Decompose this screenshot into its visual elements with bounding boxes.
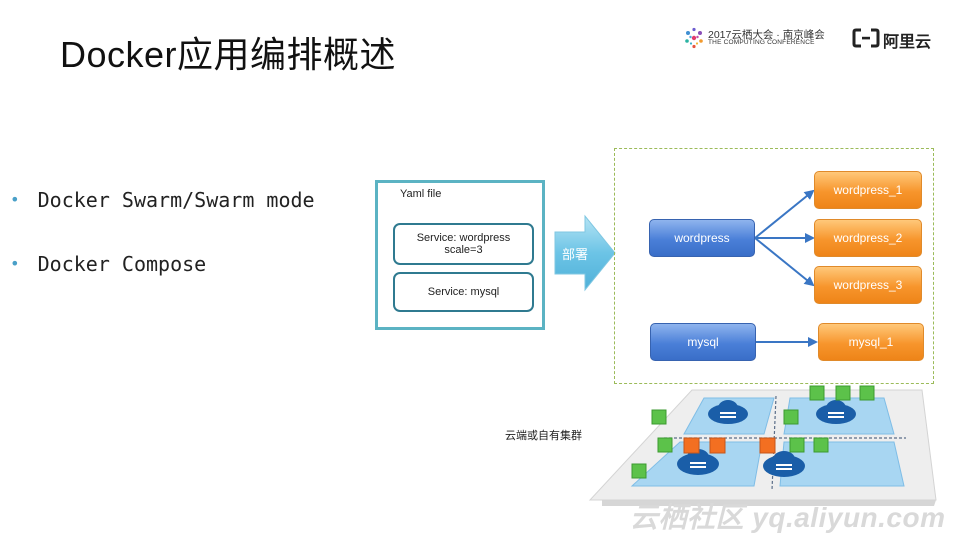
- bullet-item: • Docker Compose: [10, 252, 206, 276]
- arrow-to-wordpress-3: [754, 237, 815, 287]
- wordpress-service-node: wordpress: [649, 219, 755, 257]
- deploy-label: 部署: [562, 247, 589, 262]
- cloud-icon: [763, 451, 805, 477]
- service-mysql-box: Service: mysql: [393, 272, 534, 312]
- yaml-file-box: Yaml file Service: wordpress scale=3 Ser…: [375, 180, 545, 330]
- bullet-text: Docker Swarm/Swarm mode: [37, 188, 315, 212]
- service-wordpress-name: Service: wordpress: [416, 232, 511, 244]
- wordpress-replica-3: wordpress_3: [814, 266, 922, 304]
- cluster-label: 云端或自有集群: [505, 430, 582, 442]
- connector-arrows: [754, 189, 818, 347]
- service-mysql-name: Service: mysql: [427, 286, 500, 298]
- bullet-dot-icon: •: [10, 190, 20, 209]
- bullet-text: Docker Compose: [37, 252, 207, 276]
- conference-name: 2017云栖大会 · 南京峰会: [708, 29, 825, 41]
- cluster-platform-illustration: [588, 385, 937, 506]
- mysql-replica-1: mysql_1: [818, 323, 924, 361]
- aliyun-bracket-icon: [852, 28, 880, 48]
- slide-title: Docker应用编排概述: [60, 34, 397, 75]
- wordpress-replica-1: wordpress_1: [814, 171, 922, 209]
- wordpress-replica-2: wordpress_2: [814, 219, 922, 257]
- aliyun-logo-text: 阿里云: [883, 34, 932, 51]
- cluster-region: wordpress mysql wordpress_1 wordpress_2 …: [614, 148, 934, 384]
- mysql-service-node: mysql: [650, 323, 756, 361]
- bullet-dot-icon: •: [10, 254, 20, 273]
- deploy-arrow-icon: [554, 214, 616, 292]
- arrow-to-wordpress-1: [754, 189, 815, 239]
- container-cubes: [631, 385, 875, 479]
- yaml-file-title: Yaml file: [400, 188, 442, 200]
- bullet-item: • Docker Swarm/Swarm mode: [10, 188, 315, 212]
- conference-subtitle: THE COMPUTING CONFERENCE: [708, 39, 815, 46]
- service-wordpress-scale: scale=3: [444, 244, 483, 256]
- conference-globe-icon: [685, 27, 703, 49]
- service-wordpress-box: Service: wordpress scale=3: [393, 223, 534, 265]
- watermark: 云栖社区 yq.aliyun.com: [630, 502, 946, 533]
- conference-logo: 2017云栖大会 · 南京峰会 THE COMPUTING CONFERENCE: [682, 24, 832, 52]
